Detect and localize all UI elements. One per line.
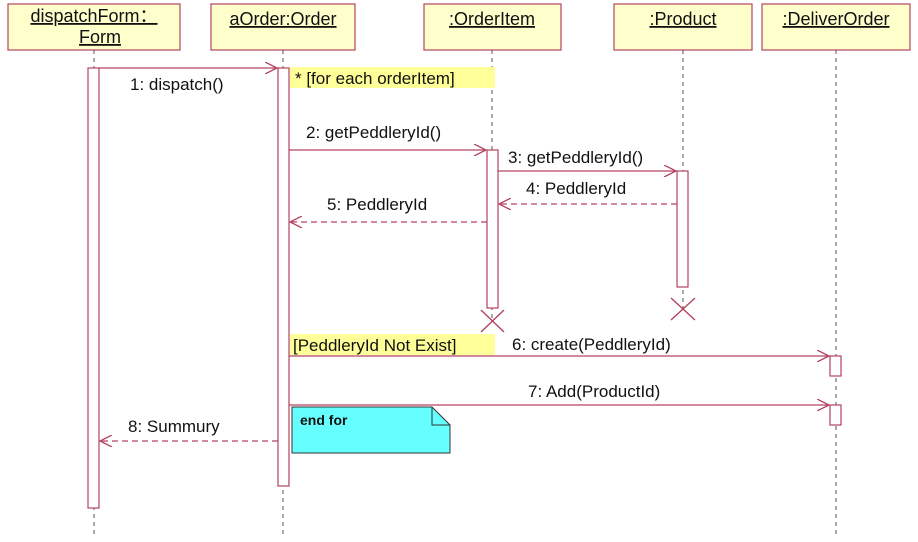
message-label: 3: getPeddleryId() — [508, 148, 643, 167]
note-text: end for — [300, 412, 348, 428]
activation-bar-product — [676, 170, 689, 288]
message-7[interactable]: 7: Add(ProductId) — [289, 382, 829, 405]
loop-guard-background — [290, 67, 495, 88]
message-label: 6: create(PeddleryId) — [512, 335, 671, 354]
message-6[interactable]: 6: create(PeddleryId) — [289, 335, 829, 356]
object-name: :Product — [649, 9, 716, 29]
activation-bar-dispatchform — [87, 67, 100, 509]
message-1[interactable]: 1: dispatch() — [99, 68, 277, 94]
message-3[interactable]: 3: getPeddleryId() — [498, 148, 676, 171]
message-5[interactable]: 5: PeddleryId — [290, 195, 487, 222]
message-2[interactable]: 2: getPeddleryId() — [289, 123, 486, 150]
activation-bar-aorder — [277, 67, 290, 487]
condition-guard-background — [290, 334, 495, 355]
message-label: 1: dispatch() — [130, 75, 224, 94]
message-8[interactable]: 8: Summury — [100, 417, 278, 441]
activation-bar-deliverorder-2 — [829, 404, 842, 426]
activation-bar-orderitem — [486, 149, 499, 309]
object-product[interactable]: :Product — [613, 3, 753, 51]
object-name: :DeliverOrder — [782, 9, 889, 29]
message-label: 8: Summury — [128, 417, 220, 436]
activation-bar-deliverorder-1 — [829, 355, 842, 377]
object-dispatchform[interactable]: dispatchForm： Form — [7, 3, 181, 51]
destroy-mark-orderitem — [480, 309, 505, 333]
loop-guard-label: * [for each orderItem] — [295, 69, 455, 88]
message-4[interactable]: 4: PeddleryId — [499, 179, 677, 204]
message-label: 4: PeddleryId — [526, 179, 626, 198]
message-label: 5: PeddleryId — [327, 195, 427, 214]
message-label: 7: Add(ProductId) — [528, 382, 660, 401]
object-name: :OrderItem — [449, 9, 535, 29]
object-name-line1: dispatchForm： — [30, 6, 157, 26]
object-orderitem[interactable]: :OrderItem — [423, 3, 562, 51]
note-end-for[interactable]: end for — [291, 406, 451, 454]
object-name-line2: Form — [79, 27, 121, 47]
object-name: aOrder:Order — [229, 9, 336, 29]
message-label: 2: getPeddleryId() — [306, 123, 441, 142]
condition-guard-label: [PeddleryId Not Exist] — [293, 336, 456, 355]
object-deliverorder[interactable]: :DeliverOrder — [761, 3, 911, 51]
object-aorder[interactable]: aOrder:Order — [210, 3, 356, 51]
destroy-mark-product — [670, 297, 696, 321]
